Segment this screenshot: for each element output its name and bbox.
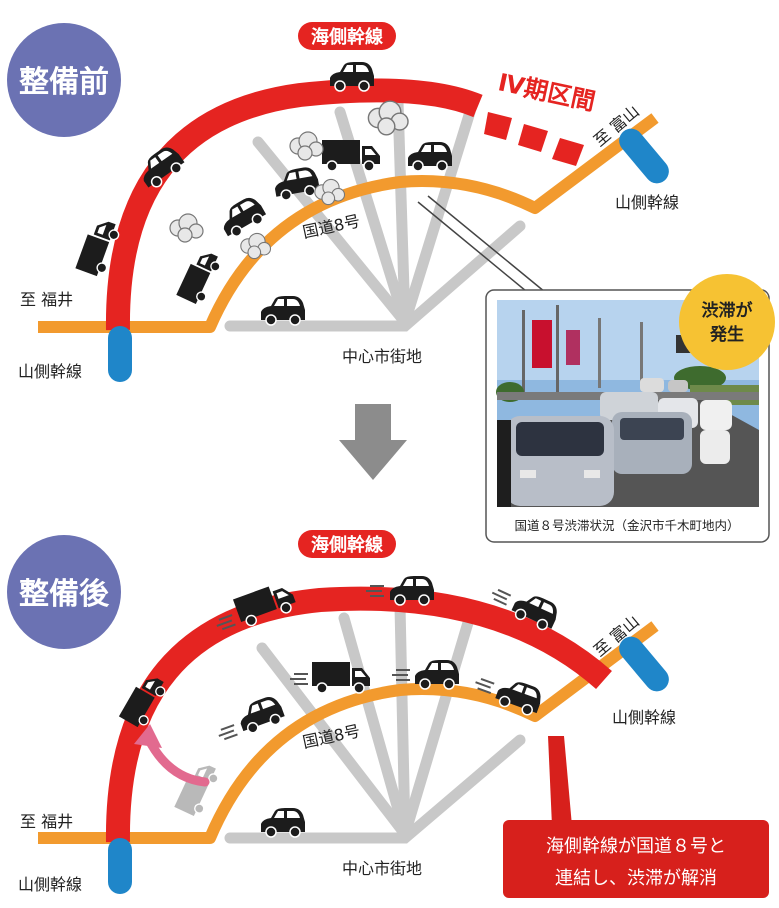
top-yamagawa-left-road <box>108 326 132 382</box>
bottom-kaigawa-pill <box>298 530 396 558</box>
note-pointer <box>548 736 572 826</box>
bottom-to-fukui: 至 福井 <box>20 812 73 831</box>
top-yamagawa-right: 山側幹線 <box>615 193 679 212</box>
bottom-yamagawa-left-road <box>108 838 132 894</box>
top-radial-roads <box>224 96 526 332</box>
bottom-badge-circle <box>7 535 121 649</box>
top-kaigawa-pill <box>298 22 396 50</box>
photo-caption: 国道８号渋滞状況（金沢市千木町地内） <box>514 518 739 533</box>
bubble-line2: 発生 <box>709 324 744 345</box>
bubble-circle <box>679 274 775 370</box>
photo-pointer-line <box>427 195 546 293</box>
top-kaigawa-road <box>105 78 483 331</box>
note-line2: 連結し、渋滞が解消 <box>555 868 717 889</box>
bottom-city-center: 中心市街地 <box>342 859 422 878</box>
bottom-kaigawa-label: 海側幹線 <box>311 534 383 556</box>
bubble-line1: 渋滞が <box>702 300 753 321</box>
top-city-center: 中心市街地 <box>342 347 422 366</box>
top-yamagawa-left: 山側幹線 <box>18 362 82 381</box>
top-kaigawa-label: 海側幹線 <box>311 26 383 48</box>
traffic-photo <box>496 300 759 507</box>
top-yamagawa-right-road <box>619 128 669 184</box>
bottom-yamagawa-right: 山側幹線 <box>612 708 676 727</box>
top-badge: 整備前 <box>19 65 109 100</box>
top-route8-road <box>38 113 659 333</box>
bottom-diagram: 整備後 海側幹線 至 富山 至 福井 山側幹線 山側幹線 国道8号 中心市街地 … <box>7 530 769 898</box>
note-line1: 海側幹線が国道８号と <box>546 836 726 857</box>
top-to-fukui: 至 福井 <box>20 290 73 309</box>
top-badge-circle <box>7 23 121 137</box>
bottom-yamagawa-right-road <box>619 636 669 692</box>
bottom-radial-roads <box>224 600 526 844</box>
note-box <box>503 820 769 898</box>
bottom-kaigawa-road <box>105 586 612 843</box>
bottom-badge: 整備後 <box>19 577 110 612</box>
bottom-route8-road <box>38 621 659 844</box>
transition-arrow <box>339 404 407 480</box>
top-phase4-dashes <box>484 112 584 166</box>
top-phase4-label: Ⅳ期区間 <box>496 68 598 116</box>
photo-block: 国道８号渋滞状況（金沢市千木町地内） 渋滞が 発生 <box>485 274 775 543</box>
bottom-yamagawa-left: 山側幹線 <box>18 875 82 894</box>
bottom-vehicles <box>118 575 563 838</box>
